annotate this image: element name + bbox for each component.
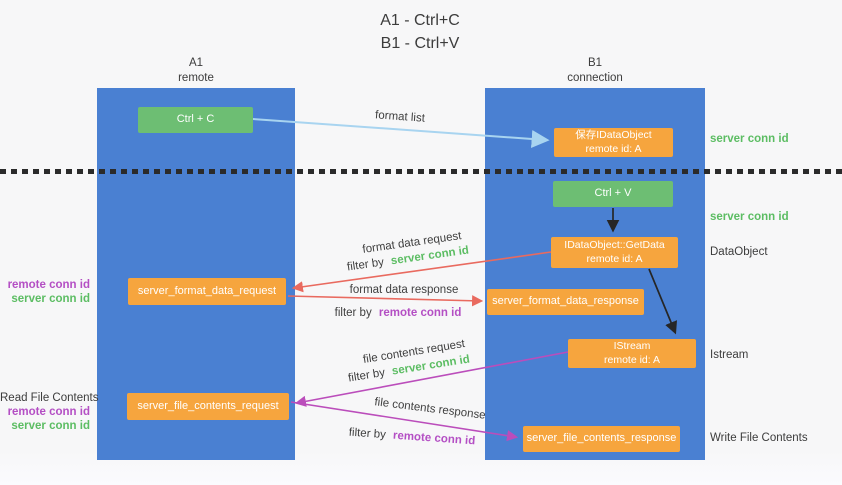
filter-by-text: filter by [348,426,387,442]
node-istream: IStream remote id: A [568,339,696,368]
diagram-title: A1 - Ctrl+C B1 - Ctrl+V [320,10,520,55]
lane-b1-name: B1 [587,57,603,69]
title-line-1: A1 - Ctrl+C [380,12,460,29]
lane-a1-name: A1 [188,57,204,69]
label-filter-by-remote-conn-id-1: filter by remote conn id [335,307,462,319]
node-istream-line2: remote id: A [603,353,661,366]
node-ctrl-c-label: Ctrl + C [176,113,215,126]
side-label-remote-conn-id-file: remote conn id [7,406,90,418]
remote-conn-id-text: remote conn id [378,307,462,319]
lane-b1-subtitle: connection [567,71,623,84]
node-save-idataobject: 保存IDataObject remote id: A [554,128,673,157]
label-format-list: format list [375,109,426,124]
dotted-separator-line [0,169,842,174]
node-getdata-line2: remote id: A [586,252,643,265]
filter-by-text: filter by [346,256,385,274]
node-ctrl-c: Ctrl + C [138,107,253,133]
label-format-data-response: format data response [350,284,459,296]
node-save-idataobject-line2: remote id: A [585,142,642,155]
node-server-format-data-response: server_format_data_response [487,289,644,315]
node-idataobject-getdata: IDataObject::GetData remote id: A [551,237,678,268]
node-file-request-label: server_file_contents_request [137,399,279,412]
filter-by-text: filter by [347,366,386,385]
label-file-contents-response: file contents response [374,396,487,422]
lane-a1-subtitle: remote [178,71,214,84]
side-label-server-conn-id-save: server conn id [710,133,789,145]
side-label-read-file-contents: Read File Contents [0,392,99,404]
side-label-server-conn-id-file: server conn id [11,420,90,432]
label-filter-by-remote-conn-id-2: filter by remote conn id [348,427,475,448]
node-server-format-data-request: server_format_data_request [128,278,286,305]
arrow-format-data-response [287,295,484,307]
title-line-2: B1 - Ctrl+V [380,34,460,52]
node-save-idataobject-line1: 保存IDataObject [575,129,652,142]
side-label-write-file-contents: Write File Contents [710,432,808,444]
side-label-dataobject: DataObject [710,246,768,258]
node-getdata-line1: IDataObject::GetData [564,239,665,252]
format-data-response-text: format data response [349,284,459,296]
node-file-response-label: server_file_contents_response [526,432,677,445]
file-contents-response-text: file contents response [373,396,487,422]
side-label-server-conn-id-ctrlv: server conn id [710,211,789,223]
filter-by-text: filter by [334,307,372,319]
node-istream-line1: IStream [613,340,651,353]
node-format-response-label: server_format_data_response [492,295,639,308]
side-label-remote-conn-id-format: remote conn id [7,279,90,291]
node-ctrl-v: Ctrl + V [553,181,673,207]
side-label-istream: Istream [710,349,749,361]
node-server-file-contents-response: server_file_contents_response [523,426,680,452]
remote-conn-id-text: remote conn id [392,429,476,448]
node-server-file-contents-request: server_file_contents_request [127,393,289,420]
format-list-text: format list [374,109,426,125]
node-format-request-label: server_format_data_request [137,284,277,297]
node-ctrl-v-label: Ctrl + V [594,187,632,200]
lane-b1-header: B1 connection [485,56,705,86]
lane-a1-header: A1 remote [97,56,295,86]
side-label-server-conn-id-format: server conn id [11,293,90,305]
